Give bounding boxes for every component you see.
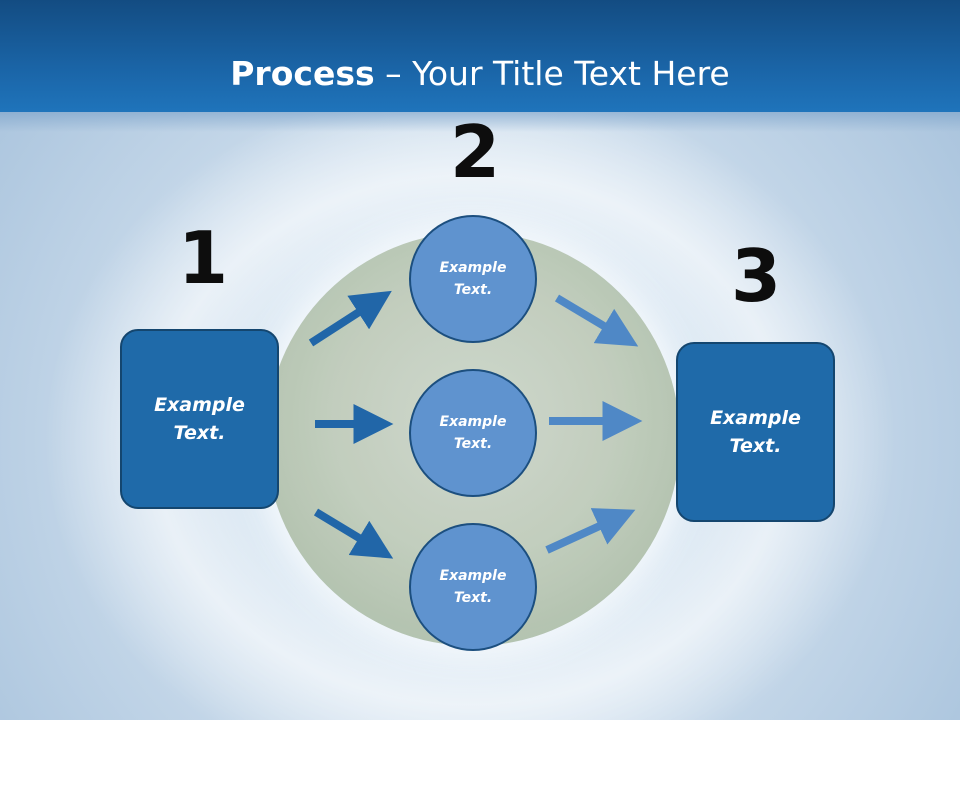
title-bar-fade xyxy=(0,112,960,132)
title-bold: Process xyxy=(230,54,375,93)
step-number-1: 1 xyxy=(178,216,229,300)
step-number-3: 3 xyxy=(731,234,782,318)
step-2-circle-middle: Example Text. xyxy=(409,369,537,497)
title-bar xyxy=(0,0,960,112)
arrow-circle-bottom-to-box xyxy=(545,508,636,554)
circle-bottom-line1: Example xyxy=(439,567,507,584)
circle-bottom-line2: Text. xyxy=(453,590,493,606)
arrow-box-to-circle-top xyxy=(308,290,392,347)
step-3-text-line1: Example xyxy=(710,406,801,429)
circle-middle-line2: Text. xyxy=(453,436,493,452)
title-rest: – Your Title Text Here xyxy=(374,54,730,93)
circle-middle-line1: Example xyxy=(439,413,507,430)
arrow-circle-top-to-box xyxy=(554,294,639,347)
circle-top-line1: Example xyxy=(439,259,507,276)
step-2-circle-top: Example Text. xyxy=(409,215,537,343)
slide-title: Process – Your Title Text Here xyxy=(0,54,960,93)
arrow-box-to-circle-bottom xyxy=(313,508,394,559)
step-2-circle-bottom: Example Text. xyxy=(409,523,537,651)
step-number-2: 2 xyxy=(450,110,501,194)
step-3-box: Example Text. xyxy=(676,342,835,522)
circle-top-line2: Text. xyxy=(453,282,493,298)
step-3-text-line2: Text. xyxy=(729,435,782,457)
process-arrows xyxy=(308,290,643,559)
step-1-box: Example Text. xyxy=(120,329,279,509)
step-1-text-line2: Text. xyxy=(173,422,226,444)
step-1-text-line1: Example xyxy=(154,393,245,416)
